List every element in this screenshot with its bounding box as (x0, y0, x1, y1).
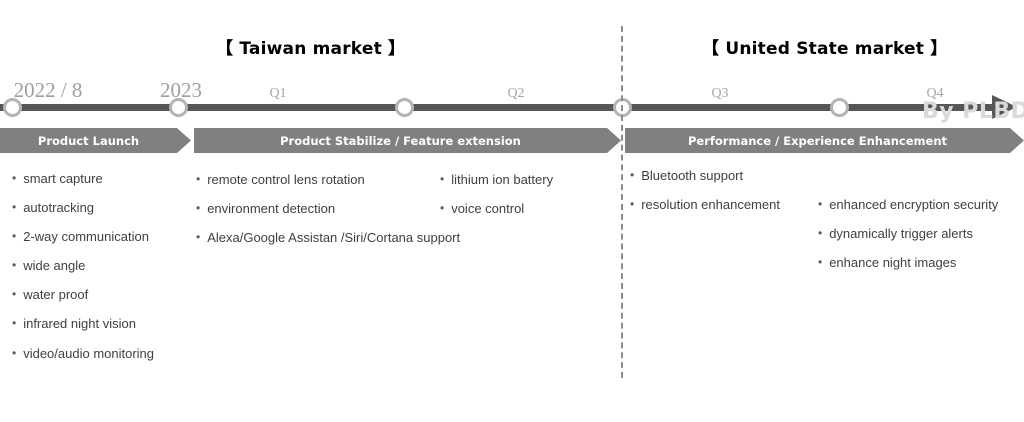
list-item: • video/audio monitoring (12, 346, 154, 362)
bullet-icon: • (12, 316, 17, 331)
timeline-marker-q1-end (395, 98, 414, 117)
bullet-icon: • (12, 229, 17, 244)
period-label-q1: Q1 (269, 86, 287, 101)
market-divider (621, 26, 623, 378)
list-item: • Bluetooth support (630, 168, 780, 184)
bullet-icon: • (630, 197, 635, 212)
bullet-icon: • (818, 197, 823, 211)
feature-list-performance-primary: • Bluetooth support • resolution enhanceme… (630, 168, 780, 226)
list-item-label: wide angle (23, 258, 86, 274)
period-label-2023: 2023 (160, 78, 202, 102)
period-label-q2: Q2 (507, 86, 525, 101)
list-item: • enhance night images (818, 255, 998, 271)
list-item-label: resolution enhancement (641, 197, 780, 213)
list-item-label: Alexa/Google Assistan /Siri/Cortana supp… (207, 230, 461, 246)
timeline-axis (0, 104, 1000, 111)
list-item: • lithium ion battery (440, 172, 553, 188)
list-item-label: video/audio monitoring (23, 345, 155, 361)
list-item-label: lithium ion battery (451, 172, 554, 187)
list-item: • water proof (12, 287, 154, 303)
phase-band-performance-enhancement: Performance / Experience Enhancement (625, 128, 1024, 153)
bullet-icon: • (440, 172, 445, 186)
list-item: • 2-way communication (12, 229, 154, 245)
bullet-icon: • (196, 201, 201, 216)
timeline-marker-2023 (169, 98, 188, 117)
period-label-q3: Q3 (711, 86, 729, 101)
phase-band-product-stabilize: Product Stabilize / Feature extension (194, 128, 621, 153)
list-item: • environment detection (196, 201, 460, 217)
list-item: • enhanced encryption security (818, 197, 998, 213)
list-item: • smart capture (12, 171, 154, 187)
list-item-label: autotracking (23, 200, 95, 216)
feature-list-product-launch: • smart capture • autotracking • 2-way comm… (12, 171, 154, 375)
list-item: • infrared night vision (12, 316, 154, 332)
list-item: • remote control lens rotation (196, 172, 460, 188)
list-item-label: infrared night vision (23, 316, 136, 332)
timeline-marker-2022-08 (3, 98, 22, 117)
bullet-icon: • (12, 258, 17, 273)
list-item-label: Bluetooth support (641, 168, 744, 183)
feature-list-stabilize-primary: • remote control lens rotation • environme… (196, 172, 460, 259)
list-item-label: enhance night images (829, 255, 957, 271)
list-item: • autotracking (12, 200, 154, 216)
period-label-2022-08: 2022 / 8 (13, 78, 83, 102)
feature-list-performance-secondary: • enhanced encryption security • dynamical… (818, 197, 998, 284)
bullet-icon: • (196, 172, 201, 186)
bullet-icon: • (12, 345, 17, 360)
bullet-icon: • (818, 226, 823, 241)
timeline-marker-q3-end (830, 98, 849, 117)
list-item-label: dynamically trigger alerts (829, 226, 973, 242)
list-item: • wide angle (12, 258, 154, 274)
list-item-label: voice control (451, 201, 525, 217)
bullet-icon: • (12, 171, 17, 185)
list-item-label: remote control lens rotation (207, 172, 365, 187)
list-item-label: environment detection (207, 201, 336, 217)
bullet-icon: • (12, 287, 17, 302)
list-item-label: smart capture (23, 171, 103, 186)
list-item: • Alexa/Google Assistan /Siri/Cortana sup… (196, 230, 460, 246)
phase-band-product-launch: Product Launch (0, 128, 191, 153)
list-item-label: enhanced encryption security (829, 197, 999, 212)
list-item: • dynamically trigger alerts (818, 226, 998, 242)
list-item: • resolution enhancement (630, 197, 780, 213)
timeline-arrow-head-icon (992, 95, 1017, 119)
bullet-icon: • (440, 201, 445, 216)
bullet-icon: • (630, 168, 635, 182)
list-item-label: 2-way communication (23, 229, 149, 245)
period-label-q4: Q4 (926, 86, 944, 101)
market-heading-united-state: 【 United State market 】 (702, 39, 948, 59)
market-heading-taiwan: 【 Taiwan market 】 (216, 39, 406, 59)
bullet-icon: • (196, 230, 201, 245)
feature-list-stabilize-secondary: • lithium ion battery • voice control (440, 172, 553, 230)
bullet-icon: • (12, 200, 17, 215)
list-item: • voice control (440, 201, 553, 217)
list-item-label: water proof (23, 287, 89, 303)
bullet-icon: • (818, 255, 823, 270)
